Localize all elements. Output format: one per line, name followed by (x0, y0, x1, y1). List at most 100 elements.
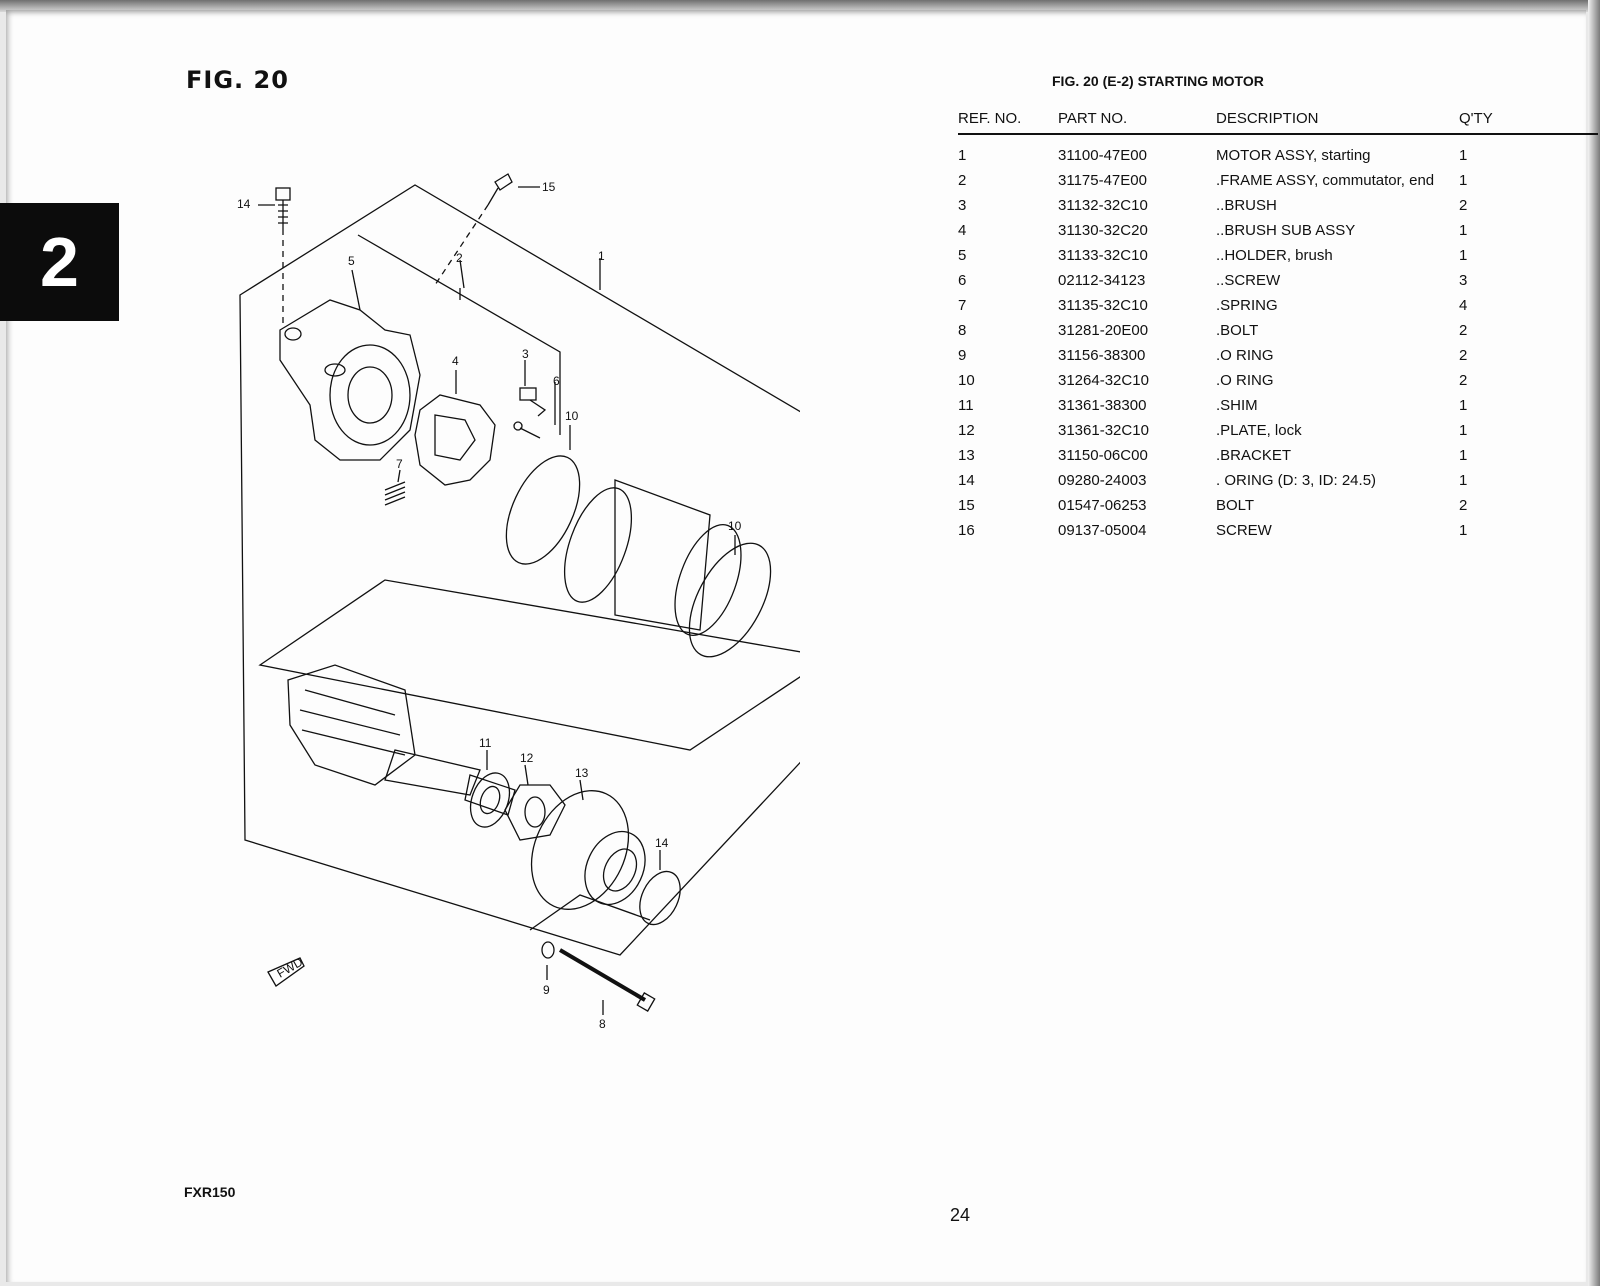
ref-no: 10 (958, 372, 975, 389)
page-top-shadow (0, 0, 1600, 12)
table-header-row: REF. NO. PART NO. DESCRIPTION Q'TY (958, 106, 1598, 135)
ref-no: 16 (958, 522, 975, 539)
exploded-diagram: FWD 14 15 5 2 1 4 3 6 10 7 10 11 12 13 1… (237, 173, 800, 1031)
description: .FRAME ASSY, commutator, end (1216, 172, 1435, 189)
ref-no: 14 (958, 472, 975, 489)
armature-frame (258, 579, 800, 751)
description: . ORING (D: 3, ID: 24.5) (1216, 472, 1377, 489)
ref-no: 4 (958, 222, 967, 239)
qty: 4 (1459, 297, 1468, 314)
part-no: 09280-24003 (1058, 472, 1147, 489)
part-no: 31100-47E00 (1058, 147, 1147, 164)
description: .PLATE, lock (1216, 422, 1302, 439)
part-no: 31175-47E00 (1058, 172, 1147, 189)
page-right-edge (1588, 0, 1600, 1286)
part-no: 02112-34123 (1058, 272, 1146, 289)
callout-7: 7 (396, 457, 403, 471)
ref-no: 2 (958, 172, 967, 189)
table-row: 16 09137-05004 SCREW 1 (958, 518, 1598, 543)
part-no: 31281-20E00 (1058, 322, 1149, 339)
part-no: 31361-38300 (1058, 397, 1147, 414)
model-label: FXR150 (184, 1184, 236, 1200)
fwd-arrow-icon: FWD (267, 955, 305, 987)
col-description: DESCRIPTION (1216, 106, 1459, 135)
ref-no: 11 (958, 397, 974, 414)
qty: 1 (1459, 522, 1468, 539)
qty: 1 (1459, 222, 1468, 239)
table-row: 2 31175-47E00 .FRAME ASSY, commutator, end… (958, 168, 1598, 193)
callout-8: 8 (599, 1017, 606, 1031)
table-row: 14 09280-24003 . ORING (D: 3, ID: 24.5) 1 (958, 468, 1598, 493)
ref-no: 8 (958, 322, 967, 339)
table-row: 6 02112-34123 ..SCREW 3 (958, 268, 1598, 293)
ref-no: 1 (958, 147, 967, 164)
callout-11: 11 (479, 736, 492, 750)
part-no: 31264-32C10 (1058, 372, 1149, 389)
table-row: 11 31361-38300 .SHIM 1 (958, 393, 1598, 418)
page-number: 24 (950, 1205, 971, 1225)
part-no: 31156-38300 (1058, 347, 1146, 364)
callout-10b: 10 (728, 519, 742, 533)
qty: 2 (1459, 497, 1468, 514)
table-row: 9 31156-38300 .O RING 2 (958, 343, 1598, 368)
ref-no: 3 (958, 197, 967, 214)
section-tab: 2 (0, 203, 119, 321)
qty: 2 (1459, 322, 1468, 339)
description: ..BRUSH SUB ASSY (1216, 222, 1356, 239)
callout-6: 6 (553, 374, 560, 388)
ref-no: 6 (958, 272, 967, 289)
ref-no: 7 (958, 297, 967, 314)
qty: 2 (1459, 347, 1468, 364)
qty: 2 (1459, 372, 1468, 389)
col-ref-no: REF. NO. (958, 106, 1058, 135)
description: .O RING (1216, 347, 1274, 364)
callout-10a: 10 (565, 409, 579, 423)
callout-13: 13 (575, 766, 589, 780)
col-part-no: PART NO. (1058, 106, 1216, 135)
qty: 3 (1459, 272, 1468, 289)
qty: 1 (1459, 472, 1468, 489)
qty: 1 (1459, 422, 1468, 439)
table-row: 10 31264-32C10 .O RING 2 (958, 368, 1598, 393)
ref-no: 5 (958, 247, 967, 264)
callout-12: 12 (520, 751, 534, 765)
qty: 2 (1459, 197, 1468, 214)
part-no: 31133-32C10 (1058, 247, 1148, 264)
description: .BOLT (1216, 322, 1259, 339)
table-row: 8 31281-20E00 .BOLT 2 (958, 318, 1598, 343)
description: ..SCREW (1216, 272, 1281, 289)
callout-9: 9 (543, 983, 550, 997)
description: ..BRUSH (1216, 197, 1277, 214)
description: MOTOR ASSY, starting (1216, 147, 1371, 164)
part-no: 09137-05004 (1058, 522, 1147, 539)
description: .SHIM (1216, 397, 1258, 414)
description: SCREW (1216, 522, 1272, 539)
callout-15: 14 (237, 197, 251, 211)
part-no: 31150-06C00 (1058, 447, 1148, 464)
description: .BRACKET (1216, 447, 1292, 464)
figure-label: FIG. 20 (186, 66, 289, 94)
catalog-page (6, 10, 1586, 1282)
ref-no: 9 (958, 347, 967, 364)
callout-16: 15 (542, 180, 556, 194)
table-row: 1 31100-47E00 MOTOR ASSY, starting 1 (958, 143, 1598, 168)
qty: 1 (1459, 172, 1468, 189)
qty: 1 (1459, 247, 1468, 264)
qty: 1 (1459, 147, 1468, 164)
callout-14: 14 (655, 836, 669, 850)
qty: 1 (1459, 447, 1468, 464)
description: BOLT (1216, 497, 1255, 514)
ref-no: 13 (958, 447, 975, 464)
part-no: 31130-32C20 (1058, 222, 1148, 239)
part-no: 31361-32C10 (1058, 422, 1149, 439)
part-no: 31132-32C10 (1058, 197, 1148, 214)
ref-no: 15 (958, 497, 975, 514)
bolt-15-head (275, 187, 291, 201)
qty: 1 (1459, 397, 1468, 414)
description: .O RING (1216, 372, 1274, 389)
